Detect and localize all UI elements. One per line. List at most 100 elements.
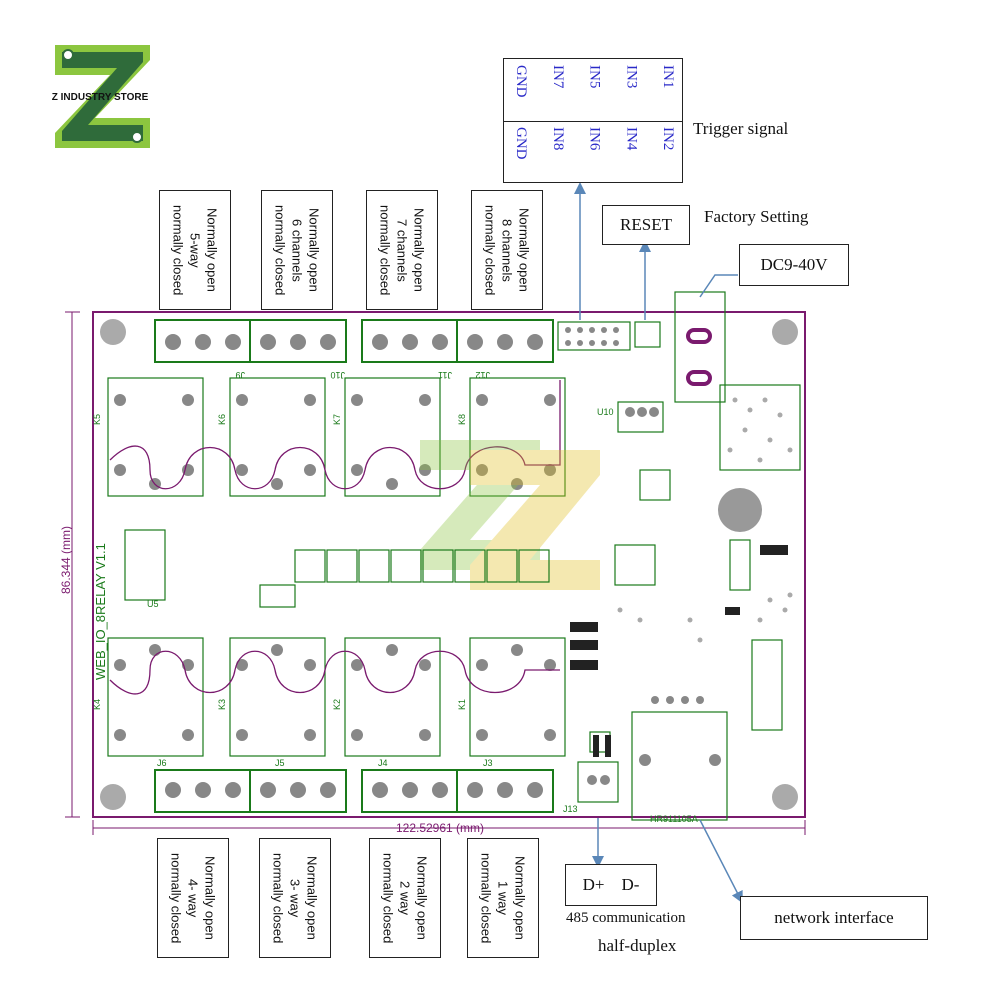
channel-line: 5-way xyxy=(187,232,203,268)
dimension-lines xyxy=(65,311,806,835)
channel-line: Normally open xyxy=(414,856,430,940)
conn-label-j6: J6 xyxy=(157,758,167,768)
rs485-caption-1: 485 communication xyxy=(566,910,686,926)
conn-label-j13: J13 xyxy=(563,804,578,814)
channel-line: 7 channels xyxy=(394,218,410,282)
rs485-caption-2: half-duplex xyxy=(598,936,677,955)
board-name: WEB_IO_8RELAY V1.1 xyxy=(93,543,108,680)
channel-box-2: Normally open 2 way normally closed xyxy=(369,838,441,958)
channel-line: Normally open xyxy=(304,856,320,940)
channel-line: Normally open xyxy=(411,208,427,292)
channel-line: Normally open xyxy=(202,856,218,940)
relay-label-k5: K5 xyxy=(92,414,102,425)
channel-line: Normally open xyxy=(516,208,532,292)
channel-line: 3- way xyxy=(287,878,303,918)
channel-line: Normally open xyxy=(306,208,322,292)
callout-arrows xyxy=(574,182,743,904)
channel-line: 1 way xyxy=(495,881,511,915)
trace-top xyxy=(109,380,561,490)
conn-label-j11: J11 xyxy=(438,370,452,380)
pin-gnd-2: GND xyxy=(513,127,529,160)
silk-labels: K5 K6 K7 K8 K4 K3 K2 K1 J9 J10 J11 J12 J… xyxy=(92,370,698,824)
channel-box-4: Normally open 4- way normally closed xyxy=(157,838,229,958)
height-dimension: 86.344 (mm) xyxy=(59,526,73,594)
relays-bottom xyxy=(107,637,566,757)
bottom-terminals xyxy=(154,769,554,813)
conn-label-j9: J9 xyxy=(235,370,245,380)
channel-line: normally closed xyxy=(478,852,494,944)
relay-label-k1: K1 xyxy=(457,699,467,710)
reset-box: RESET xyxy=(602,205,690,245)
board-outline xyxy=(92,311,806,818)
smd-field xyxy=(617,397,793,643)
dc-jack xyxy=(686,328,712,386)
channel-line: Normally open xyxy=(512,856,528,940)
rs485-box: D+ D- xyxy=(565,864,657,906)
capacitors xyxy=(570,545,788,757)
power-box: DC9-40V xyxy=(739,244,849,286)
factory-setting-label: Factory Setting xyxy=(704,207,809,226)
channel-line: normally closed xyxy=(168,852,184,944)
logo-graphic xyxy=(55,45,150,148)
channel-box-1: Normally open 1 way normally closed xyxy=(467,838,539,958)
right-components xyxy=(557,291,801,821)
channel-box-5: Normally open 5-way normally closed xyxy=(159,190,231,310)
channel-line: 8 channels xyxy=(499,218,515,282)
pin-in2: IN2 xyxy=(660,127,676,151)
channel-line: normally closed xyxy=(380,852,396,944)
pin-in6: IN6 xyxy=(586,127,603,151)
mount-hole xyxy=(100,784,126,810)
relay-pins-top xyxy=(114,394,556,490)
pin-in7: IN7 xyxy=(549,65,566,89)
channel-line: 2 way xyxy=(397,881,413,915)
trigger-signal-label: Trigger signal xyxy=(693,119,789,138)
top-terminals xyxy=(154,319,554,363)
channel-box-6: Normally open 6 channels normally closed xyxy=(261,190,333,310)
channel-line: normally closed xyxy=(170,204,186,296)
network-interface-box: network interface xyxy=(740,896,928,940)
conn-label-j10: J10 xyxy=(330,370,345,380)
pin-in8: IN8 xyxy=(549,127,566,151)
channel-line: normally closed xyxy=(272,204,288,296)
channel-box-7: Normally open 7 channels normally closed xyxy=(366,190,438,310)
relay-label-k3: K3 xyxy=(217,699,227,710)
relay-label-k8: K8 xyxy=(457,414,467,425)
relay-label-k7: K7 xyxy=(332,414,342,425)
relay-label-k6: K6 xyxy=(217,414,227,425)
chip-label-u5: U5 xyxy=(147,599,159,609)
logo-text: Z INDUSTRY STORE xyxy=(52,92,149,103)
trigger-pin-box: IN1 IN3 IN5 IN7 GND IN2 IN4 IN6 IN8 GND xyxy=(503,58,683,183)
channel-line: 4- way xyxy=(185,878,201,918)
pin-gnd-1: GND xyxy=(513,65,529,98)
channel-line: Normally open xyxy=(204,208,220,292)
mount-hole xyxy=(772,784,798,810)
pin-in5: IN5 xyxy=(586,65,603,89)
pin-in3: IN3 xyxy=(623,65,640,89)
rj45-label: HR911105A xyxy=(650,814,698,824)
channel-box-3: Normally open 3- way normally closed xyxy=(259,838,331,958)
relays-top xyxy=(107,377,566,497)
channel-line: normally closed xyxy=(270,852,286,944)
conn-label-j5: J5 xyxy=(275,758,285,768)
trigger-row1: IN1 IN3 IN5 IN7 GND xyxy=(512,65,676,117)
relay-pins-bottom xyxy=(114,644,556,741)
mount-hole xyxy=(772,319,798,345)
trigger-row2: IN2 IN4 IN6 IN8 GND xyxy=(512,127,676,179)
pin-in1: IN1 xyxy=(660,65,676,89)
channel-line: 6 channels xyxy=(289,218,305,282)
channel-line: normally closed xyxy=(482,204,498,296)
channel-box-8: Normally open 8 channels normally closed xyxy=(471,190,543,310)
chip-label-u10: U10 xyxy=(597,407,614,417)
optocouplers xyxy=(124,529,550,608)
right-dots xyxy=(565,327,762,785)
trace-bottom xyxy=(109,650,560,695)
pin-in4: IN4 xyxy=(623,127,640,151)
relay-label-k4: K4 xyxy=(92,699,102,710)
watermark-logo xyxy=(420,440,600,590)
conn-label-j4: J4 xyxy=(378,758,388,768)
width-dimension: 122.52961 (mm) xyxy=(396,821,484,835)
channel-line: normally closed xyxy=(377,204,393,296)
relay-label-k2: K2 xyxy=(332,699,342,710)
mount-hole xyxy=(100,319,126,345)
